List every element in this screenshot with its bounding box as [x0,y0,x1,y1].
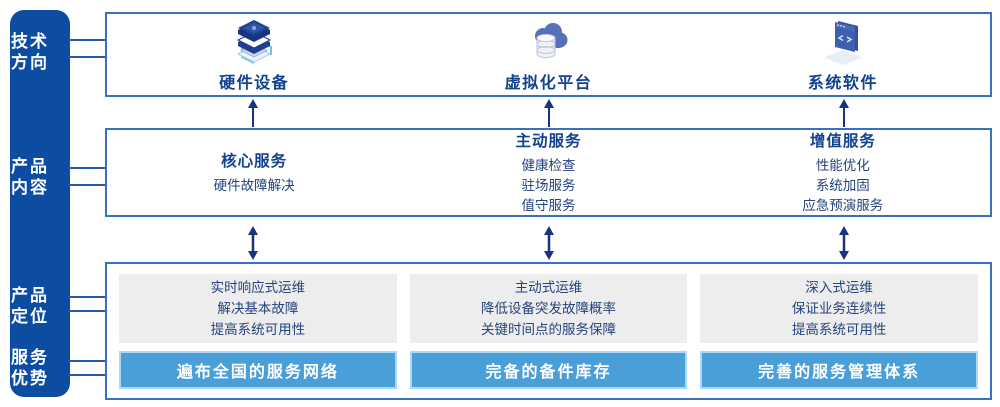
positioning-point: 深入式运维 [805,280,873,295]
service-title: 增值服务 [809,133,876,150]
service-item: 健康检查 [521,158,576,173]
connector-line [68,56,105,58]
positioning-point: 降低设备突发故障概率 [481,301,616,316]
sidebar-label-line: 定位 [11,307,49,326]
double-arrow-icon [401,226,697,260]
positioning-panel: 实时响应式运维 解决基本故障 提高系统可用性 [119,274,397,343]
sidebar-item-service-advantage: 服务 优势 [0,347,60,389]
advantage-bar: 遍布全国的服务网络 [119,351,397,389]
tech-item-label: 系统软件 [807,74,878,92]
up-arrow-icon [401,99,697,127]
service-item: 驻场服务 [521,178,576,193]
service-title: 核心服务 [221,153,288,170]
sidebar-label-line: 方向 [11,53,49,72]
positioning-column-deep: 深入式运维 保证业务连续性 提高系统可用性 完善的服务管理体系 [700,274,979,389]
double-arrow-icon [105,226,401,260]
tech-item-system-software: 系统软件 [696,14,990,95]
tech-item-virtualization: 虚拟化平台 [401,14,695,95]
sidebar-item-tech-direction: 技术 方向 [0,31,60,73]
arrows-double-row [105,226,992,260]
positioning-panel: 主动式运维 降低设备突发故障概率 关键时间点的服务保障 [409,274,688,343]
connector-line [68,167,105,169]
sidebar [10,10,70,397]
service-item: 值守服务 [521,198,576,213]
product-content-box: 核心服务 硬件故障解决 主动服务 健康检查 驻场服务 值守服务 增值服务 性能优… [105,128,992,217]
positioning-point: 解决基本故障 [217,301,299,316]
up-arrow-icon [105,99,401,127]
code-window-icon [818,17,868,67]
advantage-bar: 完备的备件库存 [409,351,688,389]
positioning-box: 实时响应式运维 解决基本故障 提高系统可用性 遍布全国的服务网络 主动式运维 降… [105,262,992,400]
service-title: 主动服务 [515,133,582,150]
sidebar-label-line: 内容 [11,178,49,197]
tech-item-label: 虚拟化平台 [504,74,593,92]
positioning-point: 实时响应式运维 [210,280,306,295]
positioning-point: 提高系统可用性 [210,322,306,337]
sidebar-label-line: 产品 [11,157,49,176]
positioning-column-realtime: 实时响应式运维 解决基本故障 提高系统可用性 遍布全国的服务网络 [119,274,397,389]
double-arrow-icon [696,226,992,260]
sidebar-item-product-positioning: 产品 定位 [0,285,60,327]
positioning-point: 主动式运维 [514,280,583,295]
positioning-column-proactive: 主动式运维 降低设备突发故障概率 关键时间点的服务保障 完备的备件库存 [409,274,688,389]
service-column-value-added: 增值服务 性能优化 系统加固 应急预演服务 [696,130,990,215]
connector-line [68,39,105,41]
connector-line [68,374,105,376]
positioning-panel: 深入式运维 保证业务连续性 提高系统可用性 [700,274,979,343]
tech-item-hardware: 硬件设备 [107,14,401,95]
sidebar-label-line: 产品 [11,286,49,305]
service-column-core: 核心服务 硬件故障解决 [107,130,401,215]
cloud-database-icon [523,17,573,67]
connector-line [68,360,105,362]
positioning-point: 保证业务连续性 [791,301,887,316]
sidebar-label-line: 优势 [11,369,49,388]
positioning-point: 提高系统可用性 [791,322,887,337]
server-stack-icon [229,17,279,67]
advantage-bar: 完善的服务管理体系 [700,351,979,389]
sidebar-label-line: 服务 [11,348,49,367]
service-item: 应急预演服务 [802,198,884,213]
connector-line [68,184,105,186]
service-item: 性能优化 [815,158,870,173]
positioning-point: 关键时间点的服务保障 [481,322,616,337]
service-item: 系统加固 [815,178,870,193]
service-item: 硬件故障解决 [213,178,295,193]
tech-item-label: 硬件设备 [219,74,290,92]
connector-line [68,296,105,298]
connector-line [68,310,105,312]
arrows-up-row [105,99,992,127]
service-column-proactive: 主动服务 健康检查 驻场服务 值守服务 [401,130,695,215]
sidebar-item-product-content: 产品 内容 [0,156,60,198]
up-arrow-icon [696,99,992,127]
tech-direction-box: 硬件设备 虚拟化平台 [105,12,992,97]
sidebar-label-line: 技术 [11,32,49,51]
